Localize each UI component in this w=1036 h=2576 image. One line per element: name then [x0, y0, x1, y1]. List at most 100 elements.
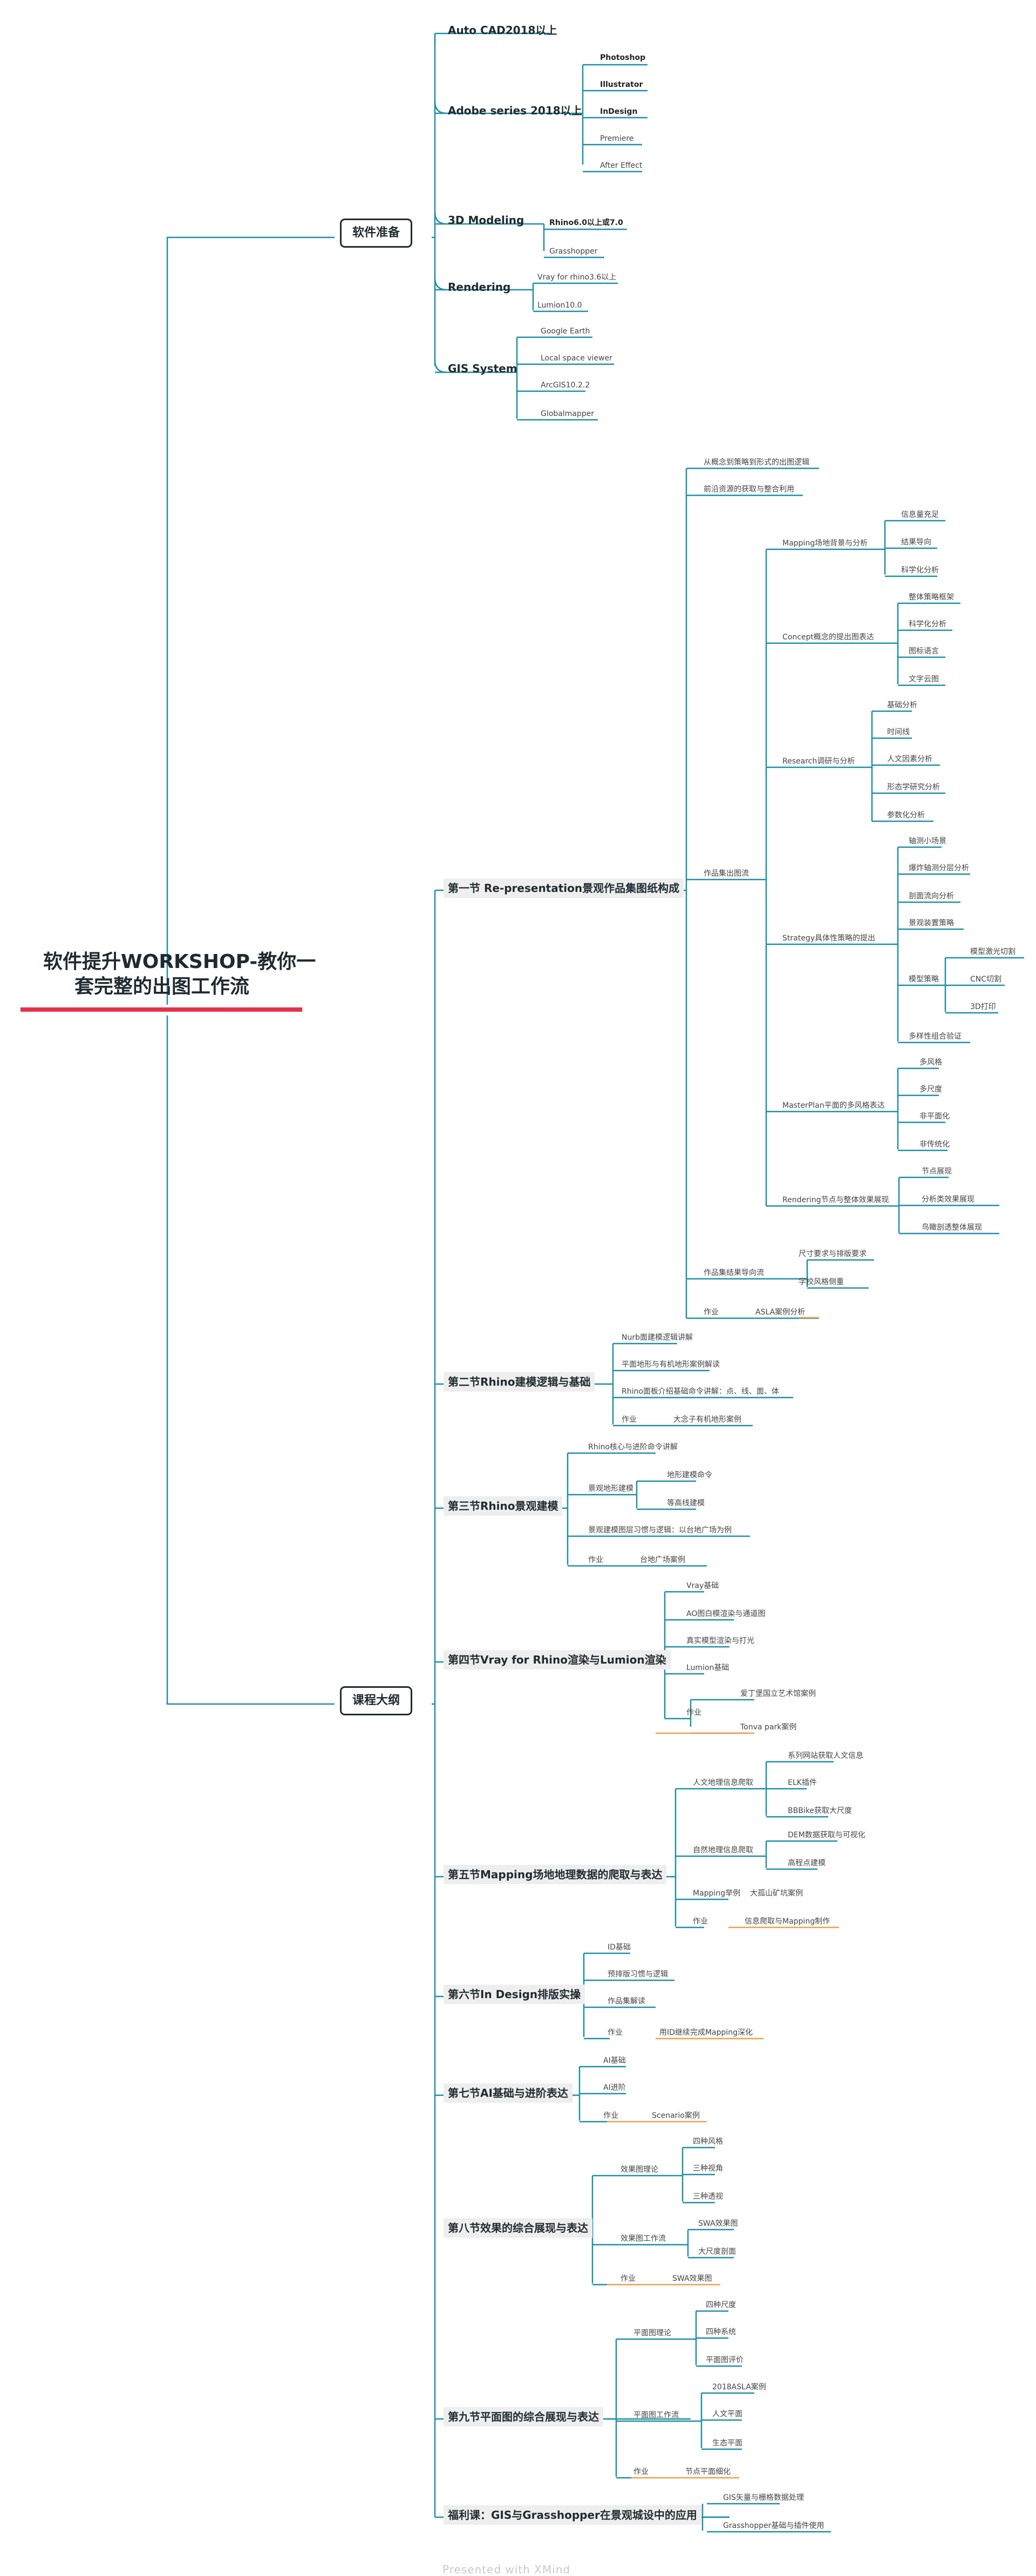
sec8-flow-item-2[interactable]: 大尺度剖面 — [698, 2247, 736, 2256]
research-item-1[interactable]: 基础分析 — [887, 701, 917, 710]
sec7-homework[interactable]: 作业 — [603, 2111, 618, 2120]
concept-item-2[interactable]: 科学化分析 — [909, 620, 946, 629]
sec1-mapping[interactable]: Mapping场地背景与分析 — [782, 539, 868, 548]
sec9-homework[interactable]: 作业 — [633, 2468, 649, 2476]
layout-item-2[interactable]: 学校风格侧重 — [799, 1278, 844, 1286]
sec3-item-3[interactable]: 景观建模图层习惯与逻辑：以台地广场为例 — [588, 1526, 732, 1535]
sec5-natural[interactable]: 自然地理信息爬取 — [693, 1846, 753, 1855]
sec9-theory-item-1[interactable]: 四种尺度 — [706, 2301, 736, 2309]
strategy-item-5[interactable]: 模型策略 — [909, 975, 939, 984]
terrain-item-2[interactable]: 等高线建模 — [667, 1499, 705, 1508]
rendering-item-3[interactable]: 鸟瞰剖透整体展现 — [922, 1223, 982, 1232]
sec9-flow-item-1[interactable]: 2018ASLA案例 — [712, 2383, 766, 2391]
software-autocad[interactable]: Auto CAD2018以上 — [448, 24, 557, 37]
sec1-layout-flow[interactable]: 作品集结果导向流 — [704, 1269, 764, 1277]
sec1-rendering[interactable]: Rendering节点与整体效果展现 — [782, 1196, 889, 1204]
sec1-portfolio-flow[interactable]: 作品集出图流 — [704, 869, 749, 878]
branch-course[interactable]: 课程大纲 — [340, 1686, 413, 1715]
sec8-theory[interactable]: 效果图理论 — [621, 2165, 658, 2174]
adobe-photoshop[interactable]: Photoshop — [600, 53, 646, 62]
gis-globalmapper[interactable]: Globalmapper — [541, 410, 595, 418]
model-item-3[interactable]: 3D打印 — [970, 1003, 996, 1011]
sec1-research[interactable]: Research调研与分析 — [782, 757, 855, 766]
model-item-1[interactable]: 模型激光切割 — [970, 948, 1015, 956]
research-item-2[interactable]: 时间线 — [887, 728, 910, 737]
sec4-item-1[interactable]: Vray基础 — [686, 1582, 719, 1590]
sec6-item-1[interactable]: ID基础 — [608, 1943, 631, 1952]
concept-item-1[interactable]: 整体策略框架 — [909, 593, 954, 602]
modeling-rhino[interactable]: Rhino6.0以上或7.0 — [549, 219, 623, 227]
model-item-2[interactable]: CNC切割 — [970, 975, 1002, 984]
sec9-theory-item-3[interactable]: 平面图评价 — [706, 2356, 744, 2364]
software-gis[interactable]: GIS System — [448, 362, 517, 375]
sec3-item-1[interactable]: Rhino核心与进阶命令讲解 — [588, 1443, 678, 1451]
sec5-homework-item[interactable]: 信息爬取与Mapping制作 — [745, 1917, 830, 1926]
concept-item-3[interactable]: 图标语言 — [909, 647, 939, 656]
sec4-homework[interactable]: 作业 — [686, 1708, 701, 1717]
sec3-homework-item[interactable]: 台地广场案例 — [640, 1556, 685, 1564]
rendering-lumion[interactable]: Lumion10.0 — [537, 301, 582, 310]
strategy-item-3[interactable]: 剖面流向分析 — [909, 892, 954, 901]
branch-software[interactable]: 软件准备 — [340, 219, 413, 248]
sec9-flow-item-3[interactable]: 生态平面 — [712, 2439, 742, 2448]
sec6-item-2[interactable]: 预排版习惯与逻辑 — [608, 1970, 668, 1979]
sec1-logic-1[interactable]: 从概念到策略到形式的出图逻辑 — [704, 458, 809, 467]
sec7-item-1[interactable]: AI基础 — [603, 2056, 626, 2065]
sec6-homework[interactable]: 作业 — [608, 2028, 623, 2037]
software-rendering[interactable]: Rendering — [448, 281, 511, 294]
adobe-aftereffect[interactable]: After Effect — [600, 161, 643, 170]
bonus-item-2[interactable]: Grasshopper基础与插件使用 — [723, 2522, 824, 2530]
sec8-theory-item-2[interactable]: 三种视角 — [693, 2164, 723, 2173]
concept-item-4[interactable]: 文字云图 — [909, 675, 939, 684]
section-2-title[interactable]: 第二节Rhino建模逻辑与基础 — [444, 1372, 595, 1392]
masterplan-item-4[interactable]: 非传统化 — [919, 1140, 950, 1149]
gis-local-space-viewer[interactable]: Local space viewer — [541, 354, 612, 363]
software-modeling[interactable]: 3D Modeling — [448, 214, 524, 227]
sec8-theory-item-1[interactable]: 四种风格 — [693, 2137, 723, 2146]
sec3-homework[interactable]: 作业 — [588, 1556, 603, 1564]
root-topic[interactable]: 软件提升WORKSHOP-教你一 套完整的出图工作流 — [43, 950, 316, 999]
sec8-flow[interactable]: 效果图工作流 — [621, 2234, 666, 2243]
sec9-flow[interactable]: 平面图工作流 — [633, 2411, 679, 2420]
bonus-item-1[interactable]: GIS矢量与栅格数据处理 — [723, 2493, 804, 2502]
software-adobe[interactable]: Adobe series 2018以上 — [448, 104, 582, 117]
natural-item-1[interactable]: DEM数据获取与可视化 — [788, 1831, 865, 1839]
section-6-title[interactable]: 第六节In Design排版实操 — [444, 1985, 585, 2004]
strategy-item-4[interactable]: 景观装置策略 — [909, 919, 954, 928]
section-4-title[interactable]: 第四节Vray for Rhino渲染与Lumion渲染 — [444, 1650, 671, 1669]
sec2-homework[interactable]: 作业 — [622, 1415, 637, 1424]
rendering-vray[interactable]: Vray for rhino3.6以上 — [537, 273, 617, 282]
sec4-homework-item-1[interactable]: 爱丁堡国立艺术馆案例 — [740, 1689, 816, 1698]
terrain-item-1[interactable]: 地形建模命令 — [667, 1471, 712, 1480]
sec5-human[interactable]: 人文地理信息爬取 — [693, 1778, 753, 1787]
sec9-flow-item-2[interactable]: 人文平面 — [712, 2410, 742, 2418]
sec8-homework[interactable]: 作业 — [621, 2274, 636, 2283]
sec5-homework[interactable]: 作业 — [693, 1917, 708, 1926]
sec7-homework-item[interactable]: Scenario案例 — [652, 2111, 700, 2120]
sec5-case-item[interactable]: 大孤山矿坑案例 — [750, 1889, 803, 1898]
bonus-title[interactable]: 福利课：GIS与Grasshopper在景观城设中的应用 — [444, 2505, 701, 2525]
layout-item-1[interactable]: 尺寸要求与排版要求 — [799, 1250, 867, 1258]
masterplan-item-1[interactable]: 多风格 — [919, 1058, 942, 1067]
sec2-item-3[interactable]: Rhino面板介绍基础命令讲解：点、线、面、体 — [622, 1387, 779, 1396]
strategy-item-6[interactable]: 多样性组合验证 — [909, 1032, 962, 1041]
strategy-item-2[interactable]: 爆炸轴测分层分析 — [909, 864, 969, 873]
human-item-1[interactable]: 系列网站获取人文信息 — [788, 1752, 863, 1760]
sec1-strategy[interactable]: Strategy具体性策略的提出 — [782, 934, 875, 943]
adobe-premiere[interactable]: Premiere — [600, 134, 634, 143]
strategy-item-1[interactable]: 轴测小场景 — [909, 837, 946, 846]
sec9-theory[interactable]: 平面图理论 — [633, 2329, 671, 2338]
mapping-item-3[interactable]: 科学化分析 — [901, 566, 939, 575]
sec2-item-1[interactable]: Nurb面建模逻辑讲解 — [622, 1333, 693, 1342]
sec4-item-3[interactable]: 真实模型渲染与打光 — [686, 1637, 754, 1645]
research-item-3[interactable]: 人文因素分析 — [887, 755, 932, 764]
section-3-title[interactable]: 第三节Rhino景观建模 — [444, 1496, 563, 1516]
mapping-item-2[interactable]: 结果导向 — [901, 538, 931, 547]
sec8-homework-item[interactable]: SWA效果图 — [672, 2274, 712, 2283]
sec4-item-4[interactable]: Lumion基础 — [686, 1664, 730, 1672]
natural-item-2[interactable]: 高程点建模 — [788, 1859, 826, 1868]
sec9-theory-item-2[interactable]: 四种系统 — [706, 2328, 736, 2336]
modeling-grasshopper[interactable]: Grasshopper — [549, 247, 598, 256]
sec7-item-2[interactable]: AI进阶 — [603, 2083, 626, 2092]
rendering-item-2[interactable]: 分析类效果展现 — [922, 1195, 974, 1204]
